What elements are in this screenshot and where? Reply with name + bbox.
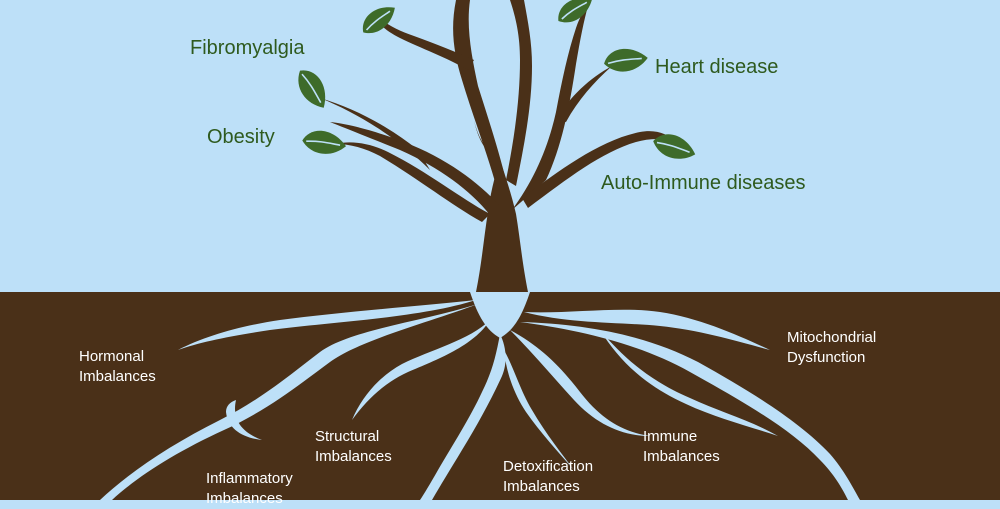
root-mito xyxy=(524,309,770,350)
label-inflammatory-imbalances: Inflammatory Imbalances xyxy=(206,469,293,509)
label-auto-immune-diseases: Auto-Immune diseases xyxy=(601,172,806,194)
label-fibromyalgia: Fibromyalgia xyxy=(190,37,305,59)
root-inflammatory-branch xyxy=(226,400,262,440)
branch-left-main xyxy=(330,122,500,215)
label-immune-line1: Immune xyxy=(643,428,698,445)
branch-heart xyxy=(556,66,612,122)
label-mitochondrial-dysfunction: Mitochondrial Dysfunction xyxy=(787,328,876,368)
root-hormonal xyxy=(178,300,476,350)
label-inflammatory-line1: Inflammatory xyxy=(206,470,293,487)
leaf-autoimmune xyxy=(653,134,696,159)
label-detox-line1: Detoxification xyxy=(503,458,594,475)
label-detoxification-imbalances: Detoxification Imbalances xyxy=(503,457,593,497)
roots xyxy=(100,292,860,500)
leaf-heart xyxy=(604,49,648,72)
root-immune xyxy=(510,330,650,436)
label-heart-disease: Heart disease xyxy=(655,56,779,78)
branch-left-low xyxy=(336,142,490,222)
tree-trunk xyxy=(476,160,528,292)
tree-trunk-branches xyxy=(320,0,676,292)
label-structural-line1: Structural xyxy=(315,428,380,445)
label-structural-line2: Imbalances xyxy=(315,448,392,465)
label-mito-line2: Dysfunction xyxy=(787,349,866,366)
root-detox xyxy=(420,334,506,500)
label-immune-line2: Imbalances xyxy=(643,448,720,465)
branch-center-left-arm xyxy=(372,12,474,70)
label-mito-line1: Mitochondrial xyxy=(787,329,877,346)
leaf-top-left xyxy=(362,7,395,34)
label-hormonal-line1: Hormonal xyxy=(79,348,145,365)
branch-right xyxy=(512,6,588,210)
label-immune-imbalances: Immune Imbalances xyxy=(643,427,720,467)
label-hormonal-line2: Imbalances xyxy=(79,368,156,385)
leaves xyxy=(298,0,696,159)
leaf-obesity xyxy=(302,130,346,154)
label-obesity: Obesity xyxy=(207,126,275,148)
leaf-top-right xyxy=(558,0,593,23)
branch-center-right xyxy=(506,0,532,186)
label-inflammatory-line2: Imbalances xyxy=(206,490,283,507)
label-detox-line2: Imbalances xyxy=(503,478,580,495)
leaf-fibromyalgia xyxy=(298,70,326,108)
label-hormonal-imbalances: Hormonal Imbalances xyxy=(79,347,156,387)
branch-center-left xyxy=(453,0,510,200)
label-structural-imbalances: Structural Imbalances xyxy=(315,427,392,467)
root-structural xyxy=(352,320,490,420)
root-base xyxy=(470,292,530,338)
